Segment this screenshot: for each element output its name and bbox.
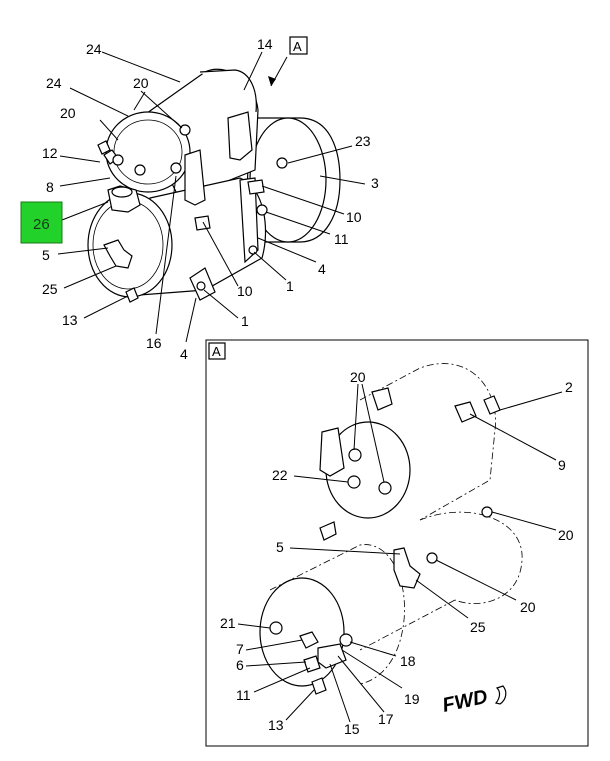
fwd-label: FWD (440, 686, 489, 717)
callout-3: 3 (371, 175, 379, 191)
detail-callout-19: 19 (404, 691, 420, 707)
callout-12: 12 (42, 145, 58, 161)
main-view: A 26 24 14 24 20 20 12 8 5 25 13 16 4 1 … (20, 36, 379, 362)
main-leaders (57, 51, 366, 343)
detail-callout-6: 6 (236, 657, 244, 673)
forward-direction-marker: FWD (440, 685, 507, 717)
detail-callout-7: 7 (236, 641, 244, 657)
detail-lower-tank (259, 544, 421, 695)
callout-4-right: 4 (318, 261, 326, 277)
detail-callout-22: 22 (272, 467, 288, 483)
detail-callout-13: 13 (268, 717, 284, 733)
callout-16: 16 (146, 335, 162, 351)
detail-callout-5: 5 (276, 539, 284, 555)
detail-upper-tank (319, 363, 523, 651)
detail-callout-9: 9 (558, 457, 566, 473)
detail-callout-20-right: 20 (558, 527, 574, 543)
main-view-tag-box (289, 36, 308, 55)
callout-1-bottom: 1 (241, 313, 249, 329)
callout-25: 25 (42, 281, 58, 297)
detail-callout-20-lower: 20 (520, 599, 536, 615)
callout-13: 13 (62, 312, 78, 328)
callout-11: 11 (334, 231, 349, 247)
callout-20-top: 20 (133, 75, 149, 91)
callout-20-left: 20 (60, 105, 76, 121)
callout-4-bottom: 4 (180, 346, 188, 362)
callout-5: 5 (42, 247, 50, 263)
callout-24-top: 24 (86, 41, 102, 57)
callout-14: 14 (257, 36, 273, 52)
callout-23: 23 (355, 133, 371, 149)
top-tank (105, 68, 259, 201)
detail-callout-20-top: 20 (350, 369, 366, 385)
detail-leaders (237, 383, 563, 723)
callout-8: 8 (46, 179, 54, 195)
detail-view: A (205, 339, 589, 747)
detail-callout-17: 17 (378, 711, 394, 727)
main-view-tag: A (293, 39, 302, 54)
detail-callout-11: 11 (236, 687, 251, 703)
detail-callout-15: 15 (344, 721, 360, 737)
callout-26[interactable]: 26 (33, 216, 50, 233)
fwd-arrow-icon (494, 685, 507, 705)
detail-view-tag-box (208, 342, 226, 360)
callout-1-right: 1 (286, 278, 294, 294)
detail-callout-21: 21 (220, 615, 236, 631)
detail-callout-2: 2 (565, 379, 573, 395)
highlighted-part-box[interactable] (20, 201, 63, 244)
detail-callout-25: 25 (470, 619, 486, 635)
callout-24-lower: 24 (46, 75, 62, 91)
detail-callout-18: 18 (400, 653, 416, 669)
callout-10-right: 10 (346, 209, 362, 225)
fittings (97, 140, 141, 303)
callout-10-bottom: 10 (237, 283, 253, 299)
detail-view-tag: A (212, 344, 221, 359)
rear-tank (244, 117, 341, 243)
lower-tank (87, 149, 268, 301)
detail-view-frame (205, 339, 589, 747)
